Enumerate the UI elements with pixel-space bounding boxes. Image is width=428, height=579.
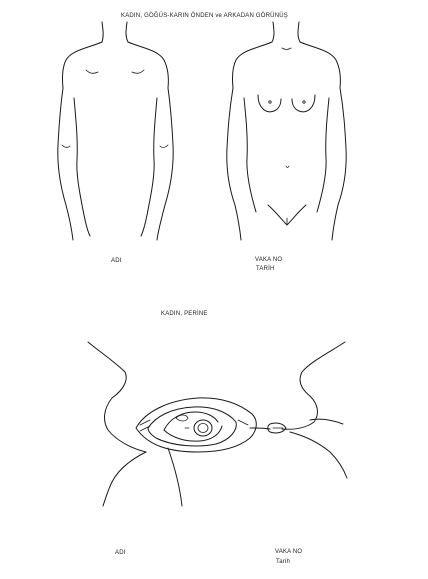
perineum-name-label: ADI — [115, 550, 126, 556]
perineum-date-label: Tarih — [276, 559, 290, 565]
body-date-label: TARİH — [256, 266, 275, 272]
perineum-diagram-title: KADIN, PERİNE — [161, 311, 208, 317]
body-name-label: ADI — [111, 258, 122, 264]
perineum-case-number-label: VAKA NO — [275, 549, 302, 555]
back-view-torso — [58, 22, 173, 240]
front-view-torso — [227, 22, 346, 240]
perineum-diagram — [88, 342, 347, 506]
body-case-number-label: VAKA NO — [255, 257, 282, 263]
